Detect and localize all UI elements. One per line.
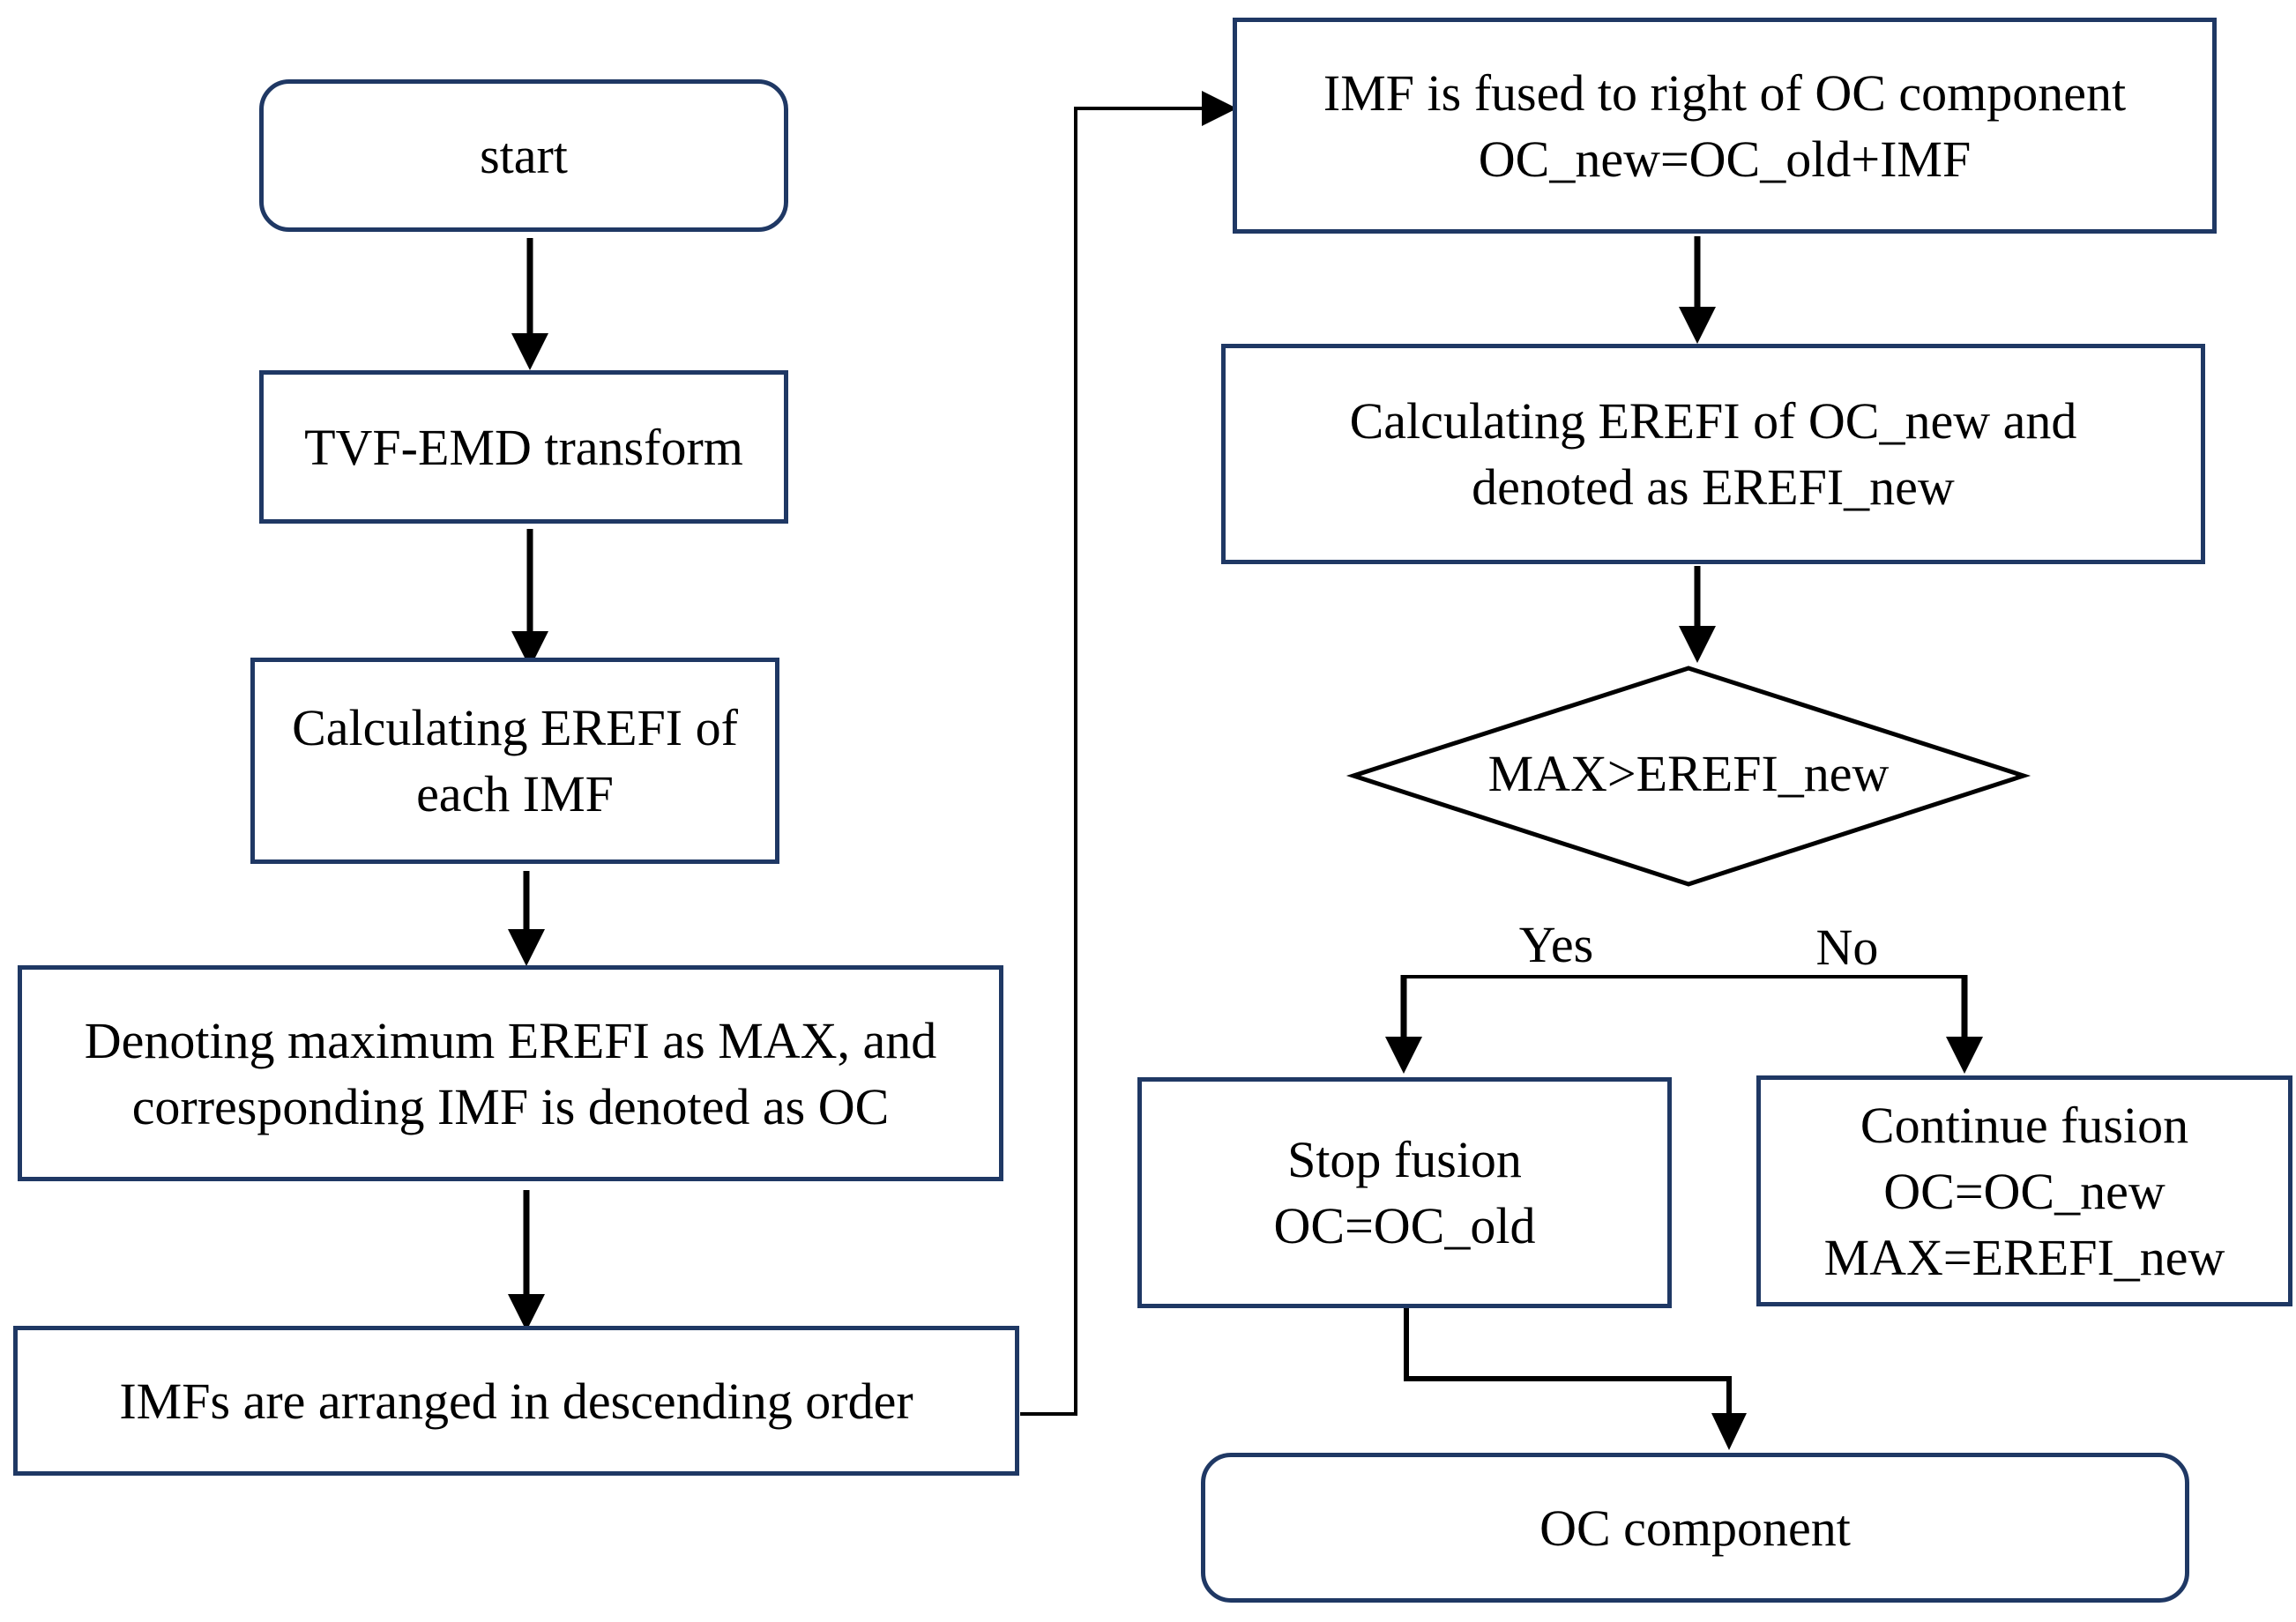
continue-fusion-line-3: MAX=EREFI_new bbox=[1823, 1228, 2225, 1286]
fuse-imf-line-1: IMF is fused to right of OC component bbox=[1323, 63, 2127, 122]
no-branch-label: No bbox=[1815, 919, 1879, 976]
start-node: start bbox=[259, 79, 788, 232]
continue-fusion-line-2: OC=OC_new bbox=[1883, 1162, 2166, 1220]
calculate-erefi-new-line-1: Calculating EREFI of OC_new and bbox=[1349, 392, 2077, 450]
arrange-imfs-label: IMFs are arranged in descending order bbox=[119, 1372, 913, 1430]
arrow-arrange-to-fuse bbox=[1020, 91, 1237, 1416]
calculate-erefi-each-imf-box: Calculating EREFI of each IMF bbox=[250, 658, 779, 864]
continue-fusion-line-1: Continue fusion bbox=[1860, 1096, 2189, 1154]
tvf-emd-transform-label: TVF-EMD transform bbox=[304, 418, 743, 476]
calculate-erefi-each-imf-line-2: each IMF bbox=[416, 765, 614, 822]
continue-fusion-box: Continue fusion OC=OC_new MAX=EREFI_new bbox=[1756, 1075, 2292, 1306]
decision-branch-lines bbox=[1385, 975, 1983, 1074]
arrow-calc-new-to-decision bbox=[1679, 566, 1716, 663]
arrow-tvf-to-calc-each bbox=[511, 529, 548, 668]
calculate-erefi-new-box: Calculating EREFI of OC_new and denoted … bbox=[1221, 344, 2205, 564]
arrow-stop-to-end bbox=[1404, 1308, 1747, 1450]
decision-diamond bbox=[1346, 666, 2031, 887]
denote-maximum-erefi-line-2: corresponding IMF is denoted as OC bbox=[131, 1077, 890, 1135]
stop-fusion-box: Stop fusion OC=OC_old bbox=[1137, 1077, 1672, 1308]
denote-maximum-erefi-line-1: Denoting maximum EREFI as MAX, and bbox=[84, 1011, 937, 1069]
oc-component-end-node: OC component bbox=[1201, 1453, 2189, 1603]
calculate-erefi-new-line-2: denoted as EREFI_new bbox=[1472, 458, 1955, 516]
fuse-imf-line-2: OC_new=OC_old+IMF bbox=[1478, 130, 1972, 188]
stop-fusion-line-1: Stop fusion bbox=[1287, 1131, 1522, 1188]
arrange-imfs-box: IMFs are arranged in descending order bbox=[13, 1326, 1019, 1476]
oc-component-label: OC component bbox=[1539, 1499, 1851, 1557]
arrow-denote-max-to-arrange bbox=[508, 1190, 545, 1331]
tvf-emd-transform-box: TVF-EMD transform bbox=[259, 370, 788, 524]
start-label: start bbox=[480, 127, 568, 184]
calculate-erefi-each-imf-line-1: Calculating EREFI of bbox=[292, 699, 738, 756]
yes-branch-label: Yes bbox=[1518, 916, 1594, 973]
arrow-calc-each-to-denote-max bbox=[508, 871, 545, 966]
arrow-start-to-tvf bbox=[511, 238, 548, 370]
fuse-imf-box: IMF is fused to right of OC component OC… bbox=[1233, 18, 2217, 234]
stop-fusion-line-2: OC=OC_old bbox=[1273, 1197, 1536, 1254]
denote-maximum-erefi-box: Denoting maximum EREFI as MAX, and corre… bbox=[18, 965, 1003, 1181]
decision-label: MAX>EREFI_new bbox=[1487, 745, 1890, 802]
arrow-fuse-to-calc-new bbox=[1679, 236, 1716, 344]
